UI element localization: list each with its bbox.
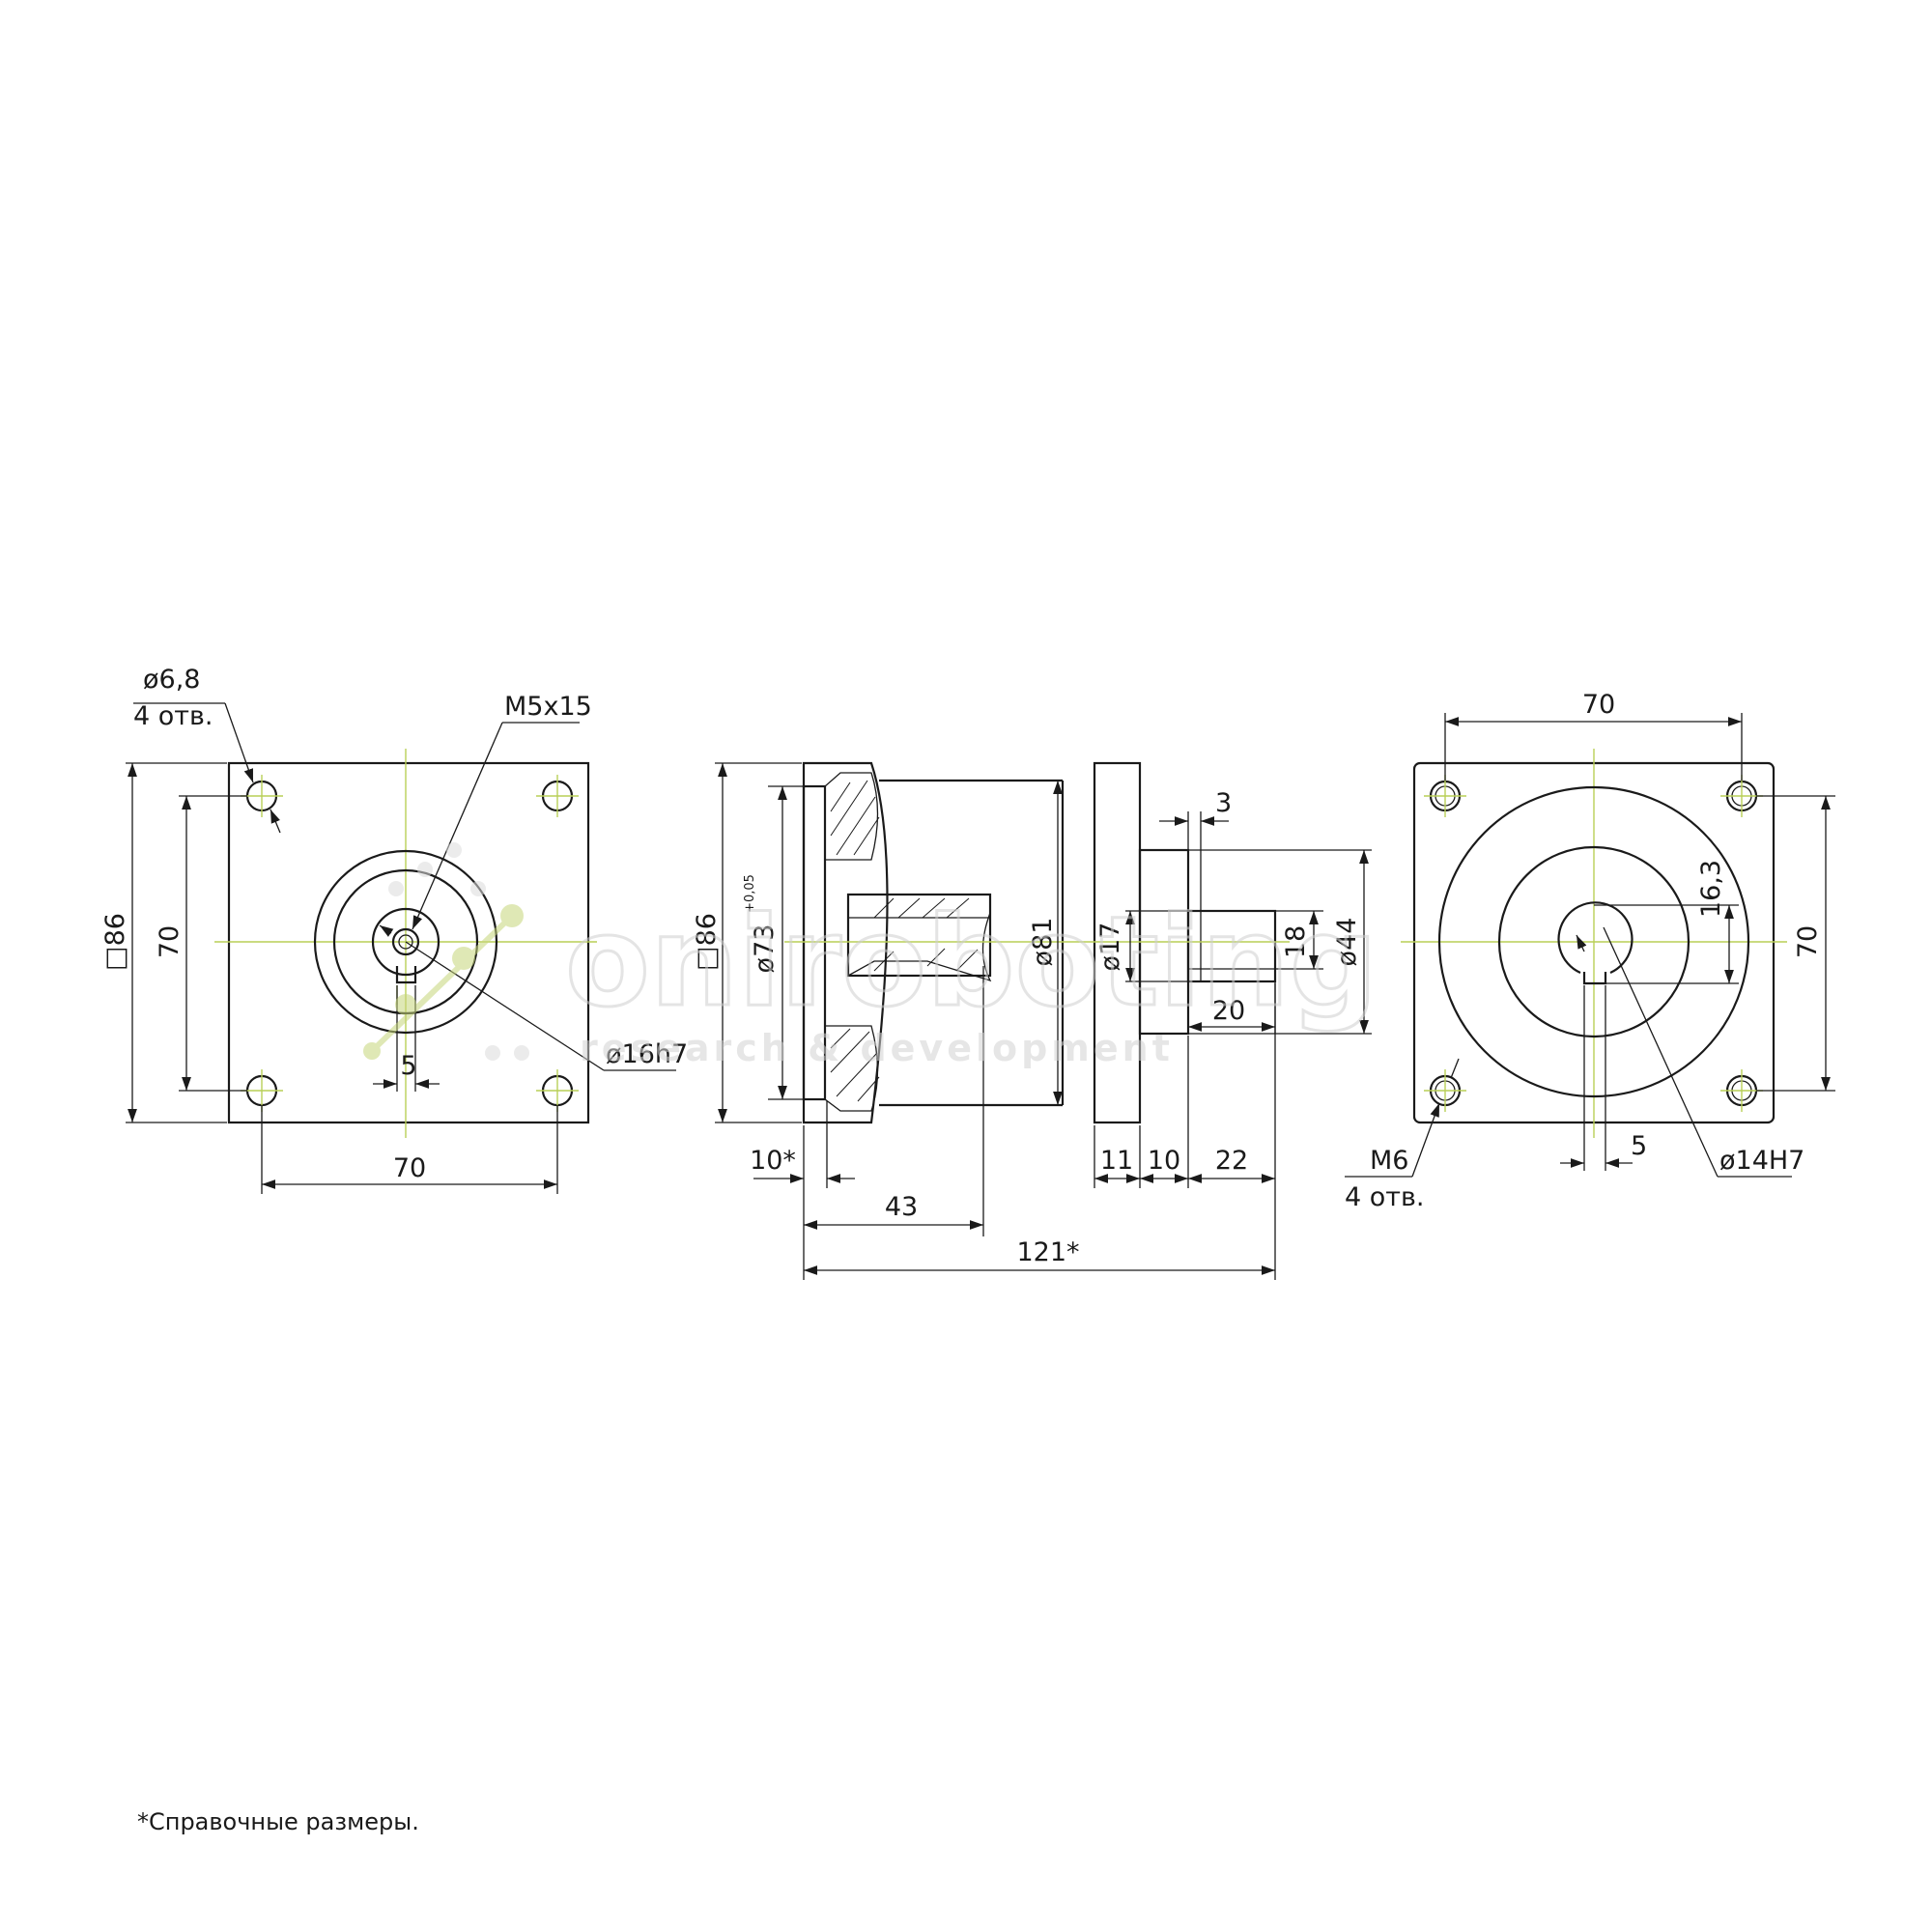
rear-view: 70 70 16,3 5 ø14H7 M6 4 отв. (1345, 690, 1835, 1212)
rear-hole-count-label: 4 отв. (1345, 1182, 1425, 1212)
rear-thread-label: M6 (1370, 1146, 1408, 1176)
front-shaft-dia-label: ø16h7 (606, 1039, 688, 1069)
side-body-dia-label: ø81 (1028, 918, 1058, 967)
footnote: *Справочные размеры. (137, 1808, 419, 1835)
front-bolt-holes (241, 775, 579, 1112)
front-pitch-horizontal-label: 70 (393, 1153, 426, 1183)
watermark-tagline: research & development (580, 1027, 1174, 1069)
front-hole-dia-label: ø6,8 (143, 665, 200, 695)
front-pitch-vertical-label: 70 (155, 925, 185, 958)
side-len-10-label: 10 (1148, 1146, 1180, 1176)
watermark-logo-icon (363, 842, 529, 1061)
front-view: □86 70 70 ø6,8 4 отв. M5x15 ø16h7 5 (100, 665, 688, 1194)
side-pilot-tol-label: +0,05 (743, 874, 757, 913)
side-key-length-label: 20 (1212, 996, 1245, 1026)
side-shaft-dia-label: ø17 (1095, 923, 1125, 972)
rear-bore-dia-label: ø14H7 (1719, 1146, 1804, 1176)
side-hub-dia-label: ø44 (1332, 918, 1362, 967)
side-chamfer-label: 3 (1215, 788, 1232, 818)
rear-pitch-vertical-label: 70 (1793, 925, 1823, 958)
front-key-width-label: 5 (400, 1051, 416, 1081)
side-key-height-label: 18 (1281, 925, 1311, 958)
rear-key-depth-label: 16,3 (1696, 860, 1726, 918)
watermark-brand: oniroboting (565, 891, 1378, 1035)
side-len-11-label: 11 (1100, 1146, 1133, 1176)
hatched-section (824, 772, 992, 1112)
side-len-43-label: 43 (885, 1192, 918, 1222)
rear-key-width-label: 5 (1631, 1131, 1647, 1161)
front-thread-label: M5x15 (504, 692, 592, 722)
side-view: □86 ø73 +0,05 ø81 ø17 3 18 ø44 (692, 761, 1372, 1280)
side-len-22-label: 22 (1215, 1146, 1248, 1176)
side-flange-width-label: 10* (750, 1146, 796, 1176)
rear-pitch-horizontal-label: 70 (1582, 690, 1615, 720)
watermark: oniroboting research & development (363, 842, 1379, 1069)
side-overall-length-label: 121* (1016, 1237, 1079, 1267)
front-hole-count-label: 4 отв. (133, 701, 213, 731)
side-square-label: □86 (692, 913, 722, 971)
side-pilot-dia-label: ø73 (750, 924, 780, 974)
front-square-label: □86 (100, 913, 130, 971)
